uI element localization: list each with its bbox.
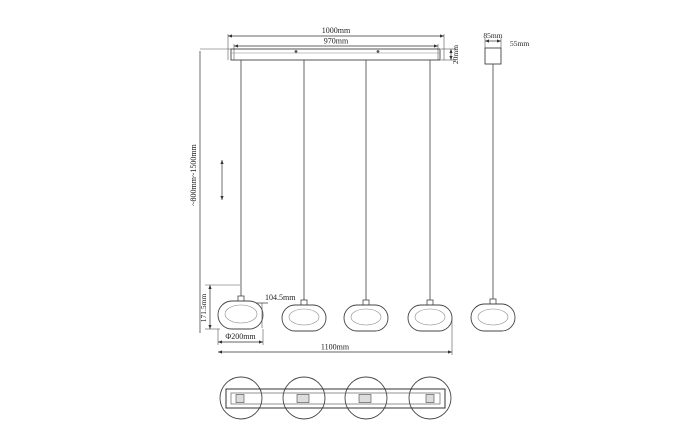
dimension-shade-offset: 104.5mm: [256, 293, 296, 328]
dimension-drop: ~800mm~1500mm: [189, 48, 231, 333]
screw-right: [376, 50, 380, 53]
label-shade-offset: 104.5mm: [265, 293, 296, 302]
side-pendant-shade: [470, 298, 516, 332]
top-canopy-outer: [225, 388, 446, 409]
dimension-side-width: 85mm: [483, 31, 503, 48]
dimension-overall-length: 1100mm: [218, 318, 453, 355]
dimension-canopy-height: 20mm: [441, 45, 460, 64]
front-elevation: 1000mm 970mm 20mm ~800mm~1500mm: [189, 26, 460, 355]
pendant-shade-1: [217, 295, 264, 330]
canopy-bar: [230, 48, 441, 61]
top-view: [219, 376, 452, 420]
label-side-depth: 55mm: [510, 39, 529, 48]
side-elevation: 85mm 55mm: [470, 31, 529, 332]
label-canopy-inner: 970mm: [324, 37, 349, 46]
dimension-shade-diameter: Φ200mm: [217, 329, 264, 345]
label-shade-height: 171.5mm: [199, 294, 208, 323]
pendant-shade-2: [281, 299, 327, 332]
top-canopy-inner: [230, 392, 441, 405]
pendant-shade-4: [407, 299, 453, 332]
label-shade-diameter: Φ200mm: [225, 332, 256, 341]
label-drop: ~800mm~1500mm: [189, 143, 198, 205]
dimension-shade-height: 171.5mm: [199, 284, 240, 330]
pendant-shade-3: [343, 299, 389, 332]
side-canopy: [484, 47, 502, 65]
dimension-canopy-inner: 970mm: [233, 37, 439, 60]
top-mounts: [235, 394, 435, 403]
label-overall-length: 1100mm: [321, 343, 350, 352]
screw-left: [294, 50, 298, 53]
dimension-canopy-outer: 1000mm: [227, 26, 445, 60]
label-canopy-height: 20mm: [451, 45, 460, 64]
label-side-width: 85mm: [483, 31, 502, 40]
cables: [240, 60, 431, 302]
label-canopy-outer: 1000mm: [322, 26, 351, 35]
